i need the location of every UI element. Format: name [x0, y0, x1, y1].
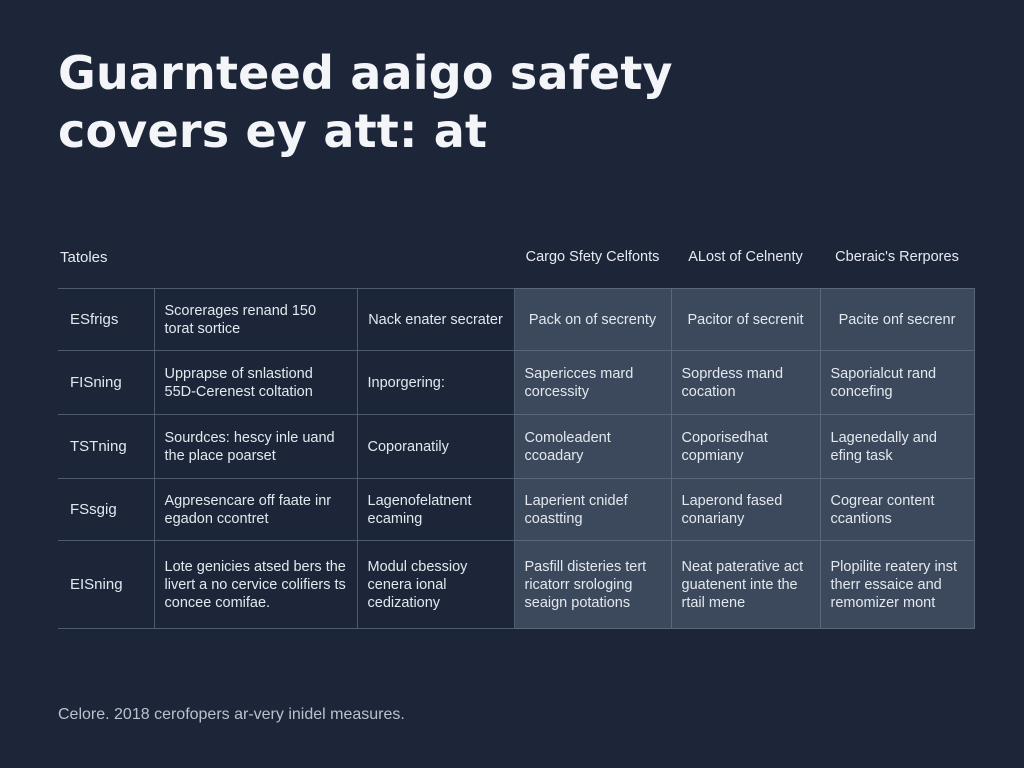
row-label: FSsgig — [58, 478, 155, 541]
table-row: FSsgig Agpresencare off faate inr egadon… — [58, 478, 975, 541]
table-header-row: Tatoles Cargo Sfety Celfonts ALost of Ce… — [58, 226, 974, 289]
table-cell: Sourdces: hescy inle uand the place poar… — [153, 414, 358, 479]
table-cell: Pacite onf secrenr — [819, 288, 975, 351]
table-cell: Neat paterative act guatenent inte the r… — [670, 540, 821, 629]
column-header-1 — [154, 226, 357, 289]
table-cell: Laperient cnidef coastting — [513, 478, 672, 541]
table-cell: Pasfill disteries tert ricatorr srologin… — [513, 540, 672, 629]
table-row: ESfrigs Scorerages renand 150 torat sort… — [58, 288, 975, 351]
row-label: FISning — [58, 350, 155, 415]
table-corner-label: Tatoles — [60, 248, 108, 266]
table-cell: Pacitor of secrenit — [670, 288, 821, 351]
row-label: TSTning — [58, 414, 155, 479]
table-row: EISning Lote genicies atsed bers the liv… — [58, 540, 975, 629]
table-cell: Coporanatily — [356, 414, 515, 479]
row-label: EISning — [58, 540, 155, 629]
row-label: ESfrigs — [58, 288, 155, 351]
table-row: TSTning Sourdces: hescy inle uand the pl… — [58, 414, 975, 479]
table-cell: Upprapse of snlastiond 55D-Cerenest colt… — [153, 350, 358, 415]
table-cell: Sapericces mard corcessity — [513, 350, 672, 415]
footnote: Celore. 2018 cerofopers ar-very inidel m… — [58, 706, 405, 723]
column-header-5: Cberaic's Rerpores — [835, 248, 959, 265]
table-cell: Comoleadent ccoadary — [513, 414, 672, 479]
column-header-2 — [357, 226, 514, 289]
page-title-line-2: covers ey att: at — [58, 104, 488, 158]
table-cell: Agpresencare off faate inr egadon ccontr… — [153, 478, 358, 541]
table-cell: Cogrear content ccantions — [819, 478, 975, 541]
table-row: FISning Upprapse of snlastiond 55D-Ceren… — [58, 350, 975, 415]
table-cell: Inporgering: — [356, 350, 515, 415]
table-cell: Pack on of secrenty — [513, 288, 672, 351]
page-title: Guarnteed aaigo safety covers ey att: at — [58, 44, 958, 160]
column-header-4: ALost of Celnenty — [688, 248, 803, 265]
table-cell: Soprdess mand cocation — [670, 350, 821, 415]
table-cell: Saporialcut rand concefing — [819, 350, 975, 415]
table-cell: Modul cbessioy cenera ional cedizationy — [356, 540, 515, 629]
table-cell: Scorerages renand 150 torat sortice — [153, 288, 358, 351]
comparison-table-container: Tatoles Cargo Sfety Celfonts ALost of Ce… — [58, 226, 975, 629]
page-title-line-1: Guarnteed aaigo safety — [58, 46, 673, 100]
column-header-3: Cargo Sfety Celfonts — [525, 248, 660, 265]
table-cell: Laperond fased conariany — [670, 478, 821, 541]
table-cell: Plopilite reatery inst therr essaice and… — [819, 540, 975, 629]
table-cell: Lote genicies atsed bers the livert a no… — [153, 540, 358, 629]
table-cell: Lagenofelatnent ecaming — [356, 478, 515, 541]
table-cell: Nack enater secrater — [356, 288, 515, 351]
table-body: ESfrigs Scorerages renand 150 torat sort… — [58, 288, 975, 629]
table-header: Tatoles Cargo Sfety Celfonts ALost of Ce… — [58, 226, 974, 289]
comparison-table: Tatoles Cargo Sfety Celfonts ALost of Ce… — [58, 226, 975, 629]
table-cell: Lagenedally and efing task — [819, 414, 975, 479]
table-cell: Coporisedhat copmiany — [670, 414, 821, 479]
